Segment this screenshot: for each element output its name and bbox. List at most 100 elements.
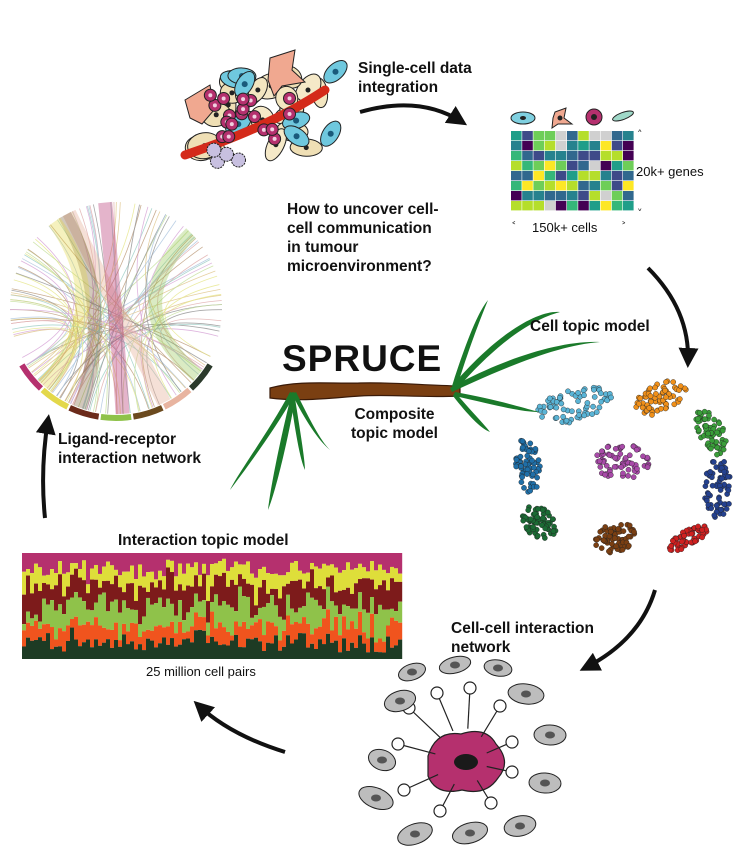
topic-bar-segment — [362, 553, 367, 568]
topic-bar-segment — [286, 594, 291, 616]
topic-bar-segment — [346, 606, 351, 630]
topic-bar-segment — [390, 553, 395, 567]
topic-bar-segment — [362, 578, 367, 610]
topic-bar-segment — [330, 564, 335, 576]
topic-bar-segment — [94, 553, 99, 565]
spruce-title: SPRUCE — [282, 338, 443, 379]
chord-link — [10, 294, 72, 380]
topic-bar-segment — [250, 584, 255, 618]
topic-bar-segment — [218, 561, 223, 577]
topic-bar-segment — [238, 553, 243, 565]
chord-segment — [162, 387, 192, 410]
topic-bar-segment — [294, 612, 299, 622]
topic-bar-segment — [262, 635, 267, 651]
topic-bar-segment — [38, 637, 43, 659]
cluster-cell — [625, 533, 632, 540]
matrix-cell — [589, 131, 600, 141]
cell-cell-interaction-network-illustration — [358, 655, 567, 846]
topic-bar-segment — [154, 553, 159, 580]
topic-bar-segment — [98, 625, 103, 646]
topic-bar-segment — [286, 583, 291, 595]
topic-bar-segment — [182, 639, 187, 659]
topic-bar-segment — [66, 572, 71, 587]
topic-bar-segment — [186, 638, 191, 659]
topic-bar-segment — [358, 592, 363, 612]
topic-bar-segment — [270, 553, 275, 575]
topic-bar-segment — [306, 581, 311, 593]
receptor-node — [397, 783, 411, 797]
cluster-cell — [681, 532, 687, 539]
topic-bar-segment — [186, 585, 191, 613]
topic-bar-segment — [126, 553, 131, 572]
topic-bar-segment — [194, 575, 199, 594]
topic-bar-segment — [114, 599, 119, 623]
topic-bar-segment — [302, 553, 307, 574]
topic-bar-segment — [222, 572, 227, 602]
topic-bar-segment — [190, 607, 195, 627]
topic-bar-segment — [206, 635, 211, 644]
topic-bar-segment — [318, 626, 323, 640]
topic-bar-segment — [70, 553, 75, 564]
topic-bar-segment — [118, 612, 123, 641]
topic-bar-segment — [170, 553, 175, 561]
topic-bar-segment — [82, 601, 87, 625]
chord-link — [139, 225, 184, 408]
topic-bar-segment — [394, 581, 399, 612]
topic-bar-segment — [342, 589, 347, 605]
topic-bar-segment — [182, 632, 187, 640]
topic-bar-segment — [50, 569, 55, 590]
topic-bar-segment — [258, 607, 263, 620]
topic-bar-segment — [222, 601, 227, 628]
topic-bar-segment — [54, 573, 59, 586]
topic-bar-segment — [170, 560, 175, 573]
topic-bar-segment — [154, 579, 159, 588]
chord-link — [84, 233, 193, 410]
cluster-cell — [527, 516, 534, 522]
arrow-integration — [359, 103, 468, 126]
topic-bar-segment — [382, 553, 387, 570]
cluster-cell — [619, 546, 626, 553]
cluster-cell — [615, 526, 621, 532]
topic-bar-segment — [258, 619, 263, 642]
cluster-cell — [668, 543, 674, 549]
ligand-receptor-chord-diagram — [10, 201, 222, 421]
cluster-cell — [535, 533, 541, 539]
topic-bar-segment — [26, 575, 31, 612]
arrow-to-chord — [35, 414, 56, 519]
cluster-cell — [547, 404, 554, 410]
topic-bar-segment — [338, 652, 343, 659]
cluster-cell — [546, 395, 553, 402]
topic-bar-segment — [106, 639, 111, 659]
topic-bar-segment — [98, 594, 103, 626]
topic-bar-segment — [382, 569, 387, 581]
cluster-cell — [611, 464, 618, 470]
topic-bar-segment — [170, 572, 175, 604]
topic-bar-segment — [282, 619, 287, 631]
cluster-cell — [540, 515, 546, 521]
chord-link — [13, 328, 77, 393]
topic-bar-segment — [346, 562, 351, 588]
topic-bar-segment — [262, 566, 267, 580]
topic-bar-segment — [210, 602, 215, 612]
tissue-cell — [267, 49, 307, 97]
topic-bar-segment — [190, 642, 195, 659]
chord-link — [13, 328, 94, 411]
topic-bar-segment — [134, 553, 139, 580]
topic-bar-segment — [278, 640, 283, 651]
cluster-cell — [652, 384, 658, 391]
matrix-cell — [578, 171, 589, 181]
cluster-cell — [719, 475, 725, 482]
topic-bar-segment — [154, 603, 159, 627]
chord-link — [113, 202, 118, 415]
topic-bar-segment — [374, 570, 379, 590]
topic-bar-segment — [370, 597, 375, 614]
topic-bar-segment — [170, 638, 175, 659]
topic-bar-segment — [230, 640, 235, 659]
chord-link — [72, 208, 97, 405]
cluster-cell — [663, 379, 669, 385]
topic-bar-segment — [114, 639, 119, 659]
cluster-cell — [633, 446, 640, 453]
topic-bar-segment — [74, 553, 79, 564]
topic-bar-segment — [82, 624, 87, 643]
topic-bar-segment — [322, 589, 327, 610]
